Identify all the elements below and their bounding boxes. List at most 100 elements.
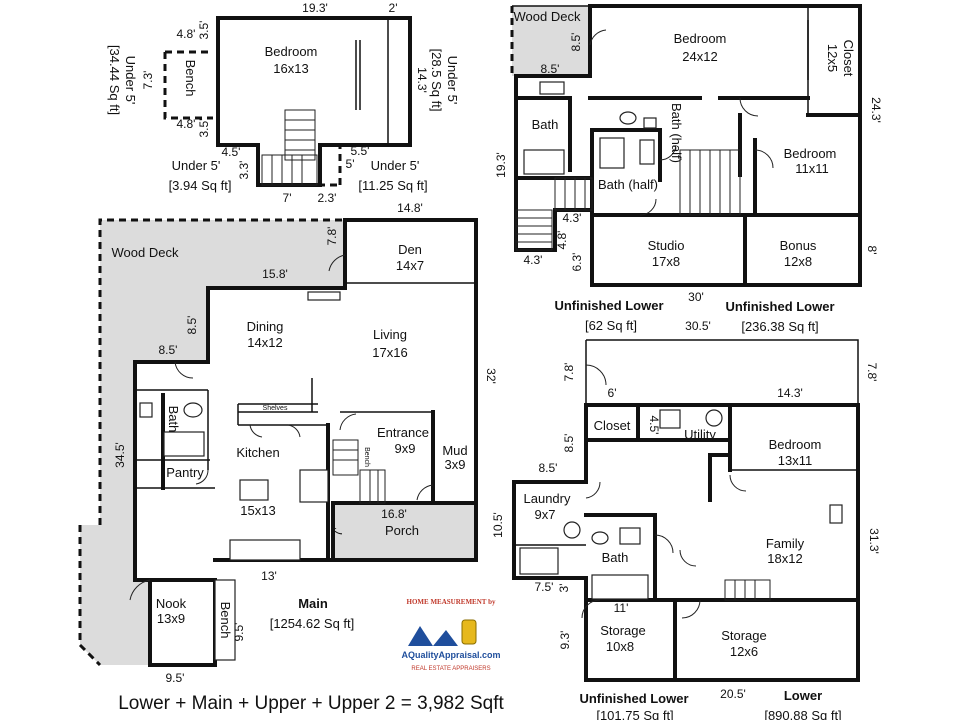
lower-dim-top: 30.5' [685,319,711,333]
main-dim-porch-side: 7' [331,528,345,537]
mud-label: Mud [442,443,467,458]
living-label: Living [373,327,407,342]
kitchen-size: 15x13 [240,503,275,518]
upper-wood-deck-label: Wood Deck [514,9,581,24]
upper2-dim-b2: 3.3' [237,161,251,180]
upper2-under-right: Under 5' [445,56,460,105]
lower-dim-left-top: 7.8' [562,363,576,382]
upper-floor: Wood Deck Bedroom 24x12 Closet 12x5 Bath… [494,4,883,304]
family-size: 18x12 [767,551,802,566]
upper-bedroom1-label: Bedroom [674,31,727,46]
unfin-left-sqft: [62 Sq ft] [585,318,637,333]
logo-mountain-icon [408,626,458,646]
upper-bath-half-label: Bath (half) [598,177,658,192]
lower-dim-11: 11' [614,601,629,615]
upper2-dim-bench: 7.3' [141,71,155,90]
unfin-bottom-title: Unfinished Lower [579,691,688,706]
den-size: 14x7 [396,258,424,273]
main-dim-right: 32' [484,368,498,384]
upper2-dim-b1: 4.5' [222,145,241,159]
upper2-dim-top2: 2' [389,1,398,15]
upper2-dim-right: 14.3' [415,67,429,93]
main-wood-deck-label: Wood Deck [112,245,179,260]
lower-dim-85a: 8.5' [562,434,576,453]
upper2-dim-left-a: 4.8' [177,27,196,41]
bonus-label: Bonus [780,238,817,253]
lower-dim-right-top: 7.8' [865,363,879,382]
upper2-dim-b6: 5' [346,157,355,171]
unfin-right-sqft: [236.38 Sq ft] [741,319,818,334]
logo-tape-icon [461,619,477,645]
lower-dim-right: 31.3' [867,528,881,554]
lower-dim-left: 10.5' [491,512,505,538]
lower-dim-93: 9.3' [558,631,572,650]
porch-label: Porch [385,523,419,538]
unfin-bottom-sqft: [101.75 Sq ft] [596,708,673,720]
upper-dim-left: 19.3' [494,152,508,178]
storage1-label: Storage [600,623,646,638]
upper-dim-deck-side: 8.5' [569,33,583,52]
upper-bedroom1-size: 24x12 [682,49,717,64]
upper-dim-right: 24.3' [869,97,883,123]
logo-name: AQualityAppraisal.com [401,650,500,660]
upper2-under-left: Under 5' [123,56,138,105]
main-dim-nook-bench: 9.5' [232,623,246,642]
main-dim-dining-top: 15.8' [262,267,288,281]
upper-closet-label: Closet [841,40,856,77]
upper-bath-label: Bath [532,117,559,132]
entrance-size: 9x9 [395,441,416,456]
upper-dim-deck-bottom: 8.5' [541,62,560,76]
upper-dim-63: 6.3' [570,253,584,272]
upper2-under-left-sqft: [34.44 Sq ft] [107,45,122,115]
entrance-bench-label: Bench [363,447,370,467]
lower-dim-75: 7.5' [535,580,554,594]
storage2-size: 12x6 [730,644,758,659]
logo-sub: REAL ESTATE APPRAISERS [411,666,490,672]
family-label: Family [766,536,805,551]
lower-utility-label: Utility [684,427,716,442]
upper2-under-right-sqft: [28.5 Sq ft] [429,49,444,112]
upper2-bedroom-size: 16x13 [273,61,308,76]
nook-size: 13x9 [157,611,185,626]
upper2-bench-label: Bench [183,60,198,97]
entrance-label: Entrance [377,425,429,440]
total-sqft: Lower + Main + Upper + Upper 2 = 3,982 S… [118,693,504,714]
dining-label: Dining [247,319,284,334]
lower-dim-143: 14.3' [777,386,803,400]
upper2-dim-left-d: 3.5' [197,119,211,138]
upper2-floor: Bedroom 16x13 Bench 19.3' 2' 4.8' 3.5' 4… [107,1,460,205]
upper2-dim-b4: 2.3' [318,191,337,205]
upper2-dim-b3: 7' [283,191,292,205]
upper2-under-br: Under 5' [371,158,420,173]
logo-top-text: HOME MEASUREMENT by [407,598,496,606]
main-dim-nook-bottom: 9.5' [166,671,185,685]
upper2-dim-left-b: 3.5' [197,21,211,40]
upper-dim-43a: 4.3' [563,211,582,225]
laundry-size: 9x7 [535,507,556,522]
upper-dim-bonus-side: 8' [865,246,879,255]
storage1-size: 10x8 [606,639,634,654]
nook-bench-label: Bench [218,602,233,639]
den-label: Den [398,242,422,257]
upper2-dim-b5: 5.5' [351,144,370,158]
appraisal-logo: HOME MEASUREMENT by AQualityAppraisal.co… [401,598,500,672]
upper2-dim-left-c: 4.8' [177,117,196,131]
lower-dim-6: 6' [608,386,617,400]
lower-dim-bottom: 20.5' [720,687,746,701]
lower-dim-45: 4.5' [647,416,661,435]
lower-bath-label: Bath [602,550,629,565]
studio-label: Studio [648,238,685,253]
lower-dim-85b: 8.5' [539,461,558,475]
main-dim-top: 14.8' [397,201,423,215]
upper-bedroom2-label: Bedroom [784,146,837,161]
upper-bedroom2-size: 11x11 [795,161,829,176]
main-dim-deck-side: 8.5' [185,316,199,335]
main-bath-label: Bath [166,406,181,433]
unfin-right-title: Unfinished Lower [725,299,834,314]
upper2-under-br-sqft: [11.25 Sq ft] [358,178,427,193]
kitchen-label: Kitchen [236,445,279,460]
storage2-label: Storage [721,628,767,643]
pantry-label: Pantry [166,465,204,480]
upper2-under-bl-sqft: [3.94 Sq ft] [169,178,232,193]
